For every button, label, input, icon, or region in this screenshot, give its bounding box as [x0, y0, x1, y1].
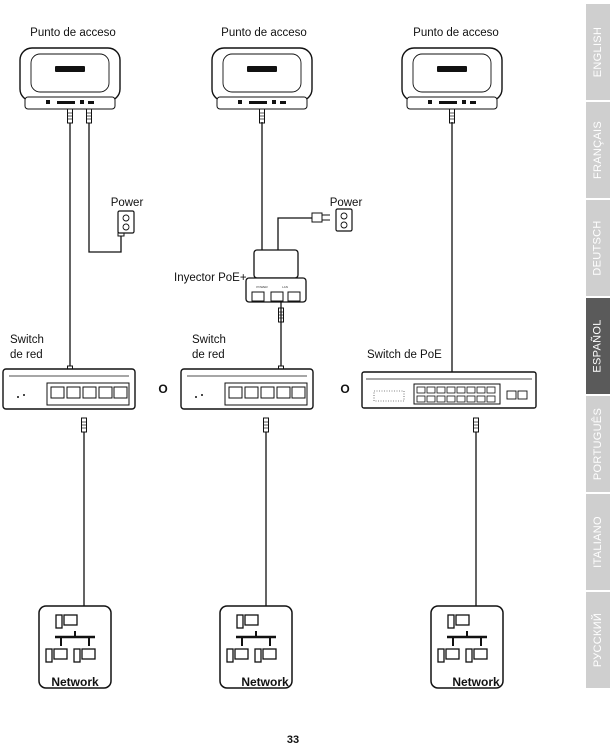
power-label-2: Power — [330, 197, 363, 209]
ethernet-cable-4 — [450, 109, 455, 392]
ethernet-cable-1 — [68, 109, 73, 380]
lang-tab-francais[interactable]: FRANÇAIS — [586, 102, 610, 198]
network-switch-2 — [181, 369, 313, 409]
lang-tab-russian[interactable]: РУССКИЙ — [586, 592, 610, 688]
injector-port-power: POWER — [256, 285, 268, 289]
language-tabs: ENGLISH FRANÇAIS DEUTSCH ESPAÑOL PORTUGU… — [586, 0, 610, 690]
injector-label: Inyector PoE+ — [174, 272, 247, 284]
network-cable-1 — [82, 418, 87, 606]
power-cable-2 — [278, 213, 330, 250]
ethernet-cable-2 — [260, 109, 265, 272]
switch-label-1-line1: Switch — [10, 334, 44, 346]
connection-diagram: Punto de acceso Power Switch de red O Ne… — [0, 0, 586, 720]
lang-tab-italiano[interactable]: ITALIANO — [586, 494, 610, 590]
network-label-2: Network — [241, 675, 289, 689]
network-cable-3 — [474, 418, 479, 606]
power-label-1: Power — [111, 197, 144, 209]
or-label-1: O — [158, 382, 167, 396]
network-switch-1 — [3, 369, 135, 409]
poe-injector: POWER LAN — [246, 250, 306, 302]
access-point-3 — [402, 48, 502, 109]
access-point-label-1: Punto de acceso — [30, 27, 116, 39]
power-outlet-1 — [118, 211, 134, 233]
network-label-1: Network — [51, 675, 99, 689]
poe-switch-label: Switch de PoE — [367, 349, 442, 361]
lang-tab-portugues[interactable]: PORTUGUÊS — [586, 396, 610, 492]
lang-tab-deutsch[interactable]: DEUTSCH — [586, 200, 610, 296]
poe-switch — [362, 372, 536, 408]
access-point-label-2: Punto de acceso — [221, 27, 307, 39]
network-cable-2 — [264, 418, 269, 606]
access-point-2 — [212, 48, 312, 109]
access-point-1 — [20, 48, 120, 109]
ethernet-cable-3 — [279, 302, 284, 380]
power-outlet-2 — [336, 209, 352, 231]
lang-tab-english[interactable]: ENGLISH — [586, 4, 610, 100]
access-point-label-3: Punto de acceso — [413, 27, 499, 39]
lang-tab-espanol[interactable]: ESPAÑOL — [586, 298, 610, 394]
switch-label-2-line1: Switch — [192, 334, 226, 346]
network-label-3: Network — [452, 675, 500, 689]
switch-label-2-line2: de red — [192, 349, 225, 361]
page-number: 33 — [0, 734, 586, 746]
injector-port-lan: LAN — [282, 285, 288, 289]
or-label-2: O — [340, 382, 349, 396]
switch-label-1-line2: de red — [10, 349, 43, 361]
